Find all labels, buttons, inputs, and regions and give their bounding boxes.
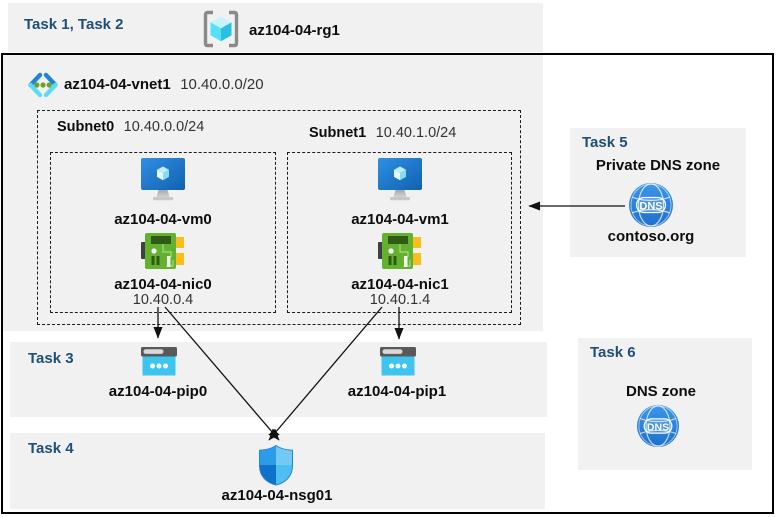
vnet-cidr: 10.40.0.0/20: [180, 76, 264, 93]
task3-band: Task 3: [10, 342, 547, 417]
task12-band: Task 1, Task 2: [8, 3, 543, 52]
dns-zone-badge-text: DNS: [647, 421, 669, 433]
vm0-icon: [140, 157, 186, 201]
subnet0-label: Subnet0 10.40.0.0/24: [57, 118, 204, 136]
diagram-frame: [1, 53, 774, 514]
nsg-name: az104-04-nsg01: [221, 487, 333, 504]
nic1-name: az104-04-nic1: [351, 276, 449, 293]
nic0-ip: 10.40.0.4: [132, 292, 194, 308]
resource-group-name: az104-04-rg1: [249, 22, 340, 39]
subnet0-name: Subnet0: [57, 119, 115, 135]
pip1-name: az104-04-pip1: [347, 383, 447, 400]
dns-zone-icon: DNS: [636, 404, 680, 448]
task3-label: Task 3: [28, 350, 74, 367]
private-dns-zone-icon: DNS: [628, 182, 674, 228]
subnet0-vm-boundary: [50, 152, 276, 313]
virtual-network-icon: [27, 72, 59, 98]
pip0-icon: [141, 347, 177, 377]
vnet-name: az104-04-vnet1: [64, 76, 171, 93]
task5-label: Task 5: [582, 134, 628, 151]
subnet1-name: Subnet1: [309, 125, 367, 141]
vnet-container: [3, 55, 543, 331]
vm1-name: az104-04-vm1: [351, 211, 449, 228]
task6-label: Task 6: [590, 344, 636, 361]
nic1-icon: [378, 232, 422, 270]
nsg-icon: [257, 444, 295, 486]
nic1-ip: 10.40.1.4: [369, 292, 431, 308]
task6-box: Task 6: [578, 338, 752, 470]
private-dns-zone-title: Private DNS zone: [595, 157, 721, 174]
pip0-name: az104-04-pip0: [108, 383, 208, 400]
subnet1-label: Subnet1 10.40.1.0/24: [309, 124, 456, 142]
task12-label: Task 1, Task 2: [24, 16, 124, 33]
nic0-name: az104-04-nic0: [114, 276, 212, 293]
private-dns-badge-text: DNS: [639, 201, 662, 213]
vnet-label: az104-04-vnet1 10.40.0.0/20: [64, 76, 264, 94]
private-dns-zone-name: contoso.org: [607, 228, 695, 245]
resource-group-icon: [201, 9, 241, 49]
nic0-icon: [141, 232, 185, 270]
vm0-name: az104-04-vm0: [114, 211, 212, 228]
vm1-icon: [377, 157, 423, 201]
task4-band: Task 4: [10, 433, 545, 509]
subnet0-cidr: 10.40.0.0/24: [123, 119, 205, 135]
subnet1-cidr: 10.40.1.0/24: [375, 125, 457, 141]
task4-label: Task 4: [28, 440, 74, 457]
pip1-icon: [380, 347, 416, 377]
dns-zone-title: DNS zone: [625, 383, 696, 400]
